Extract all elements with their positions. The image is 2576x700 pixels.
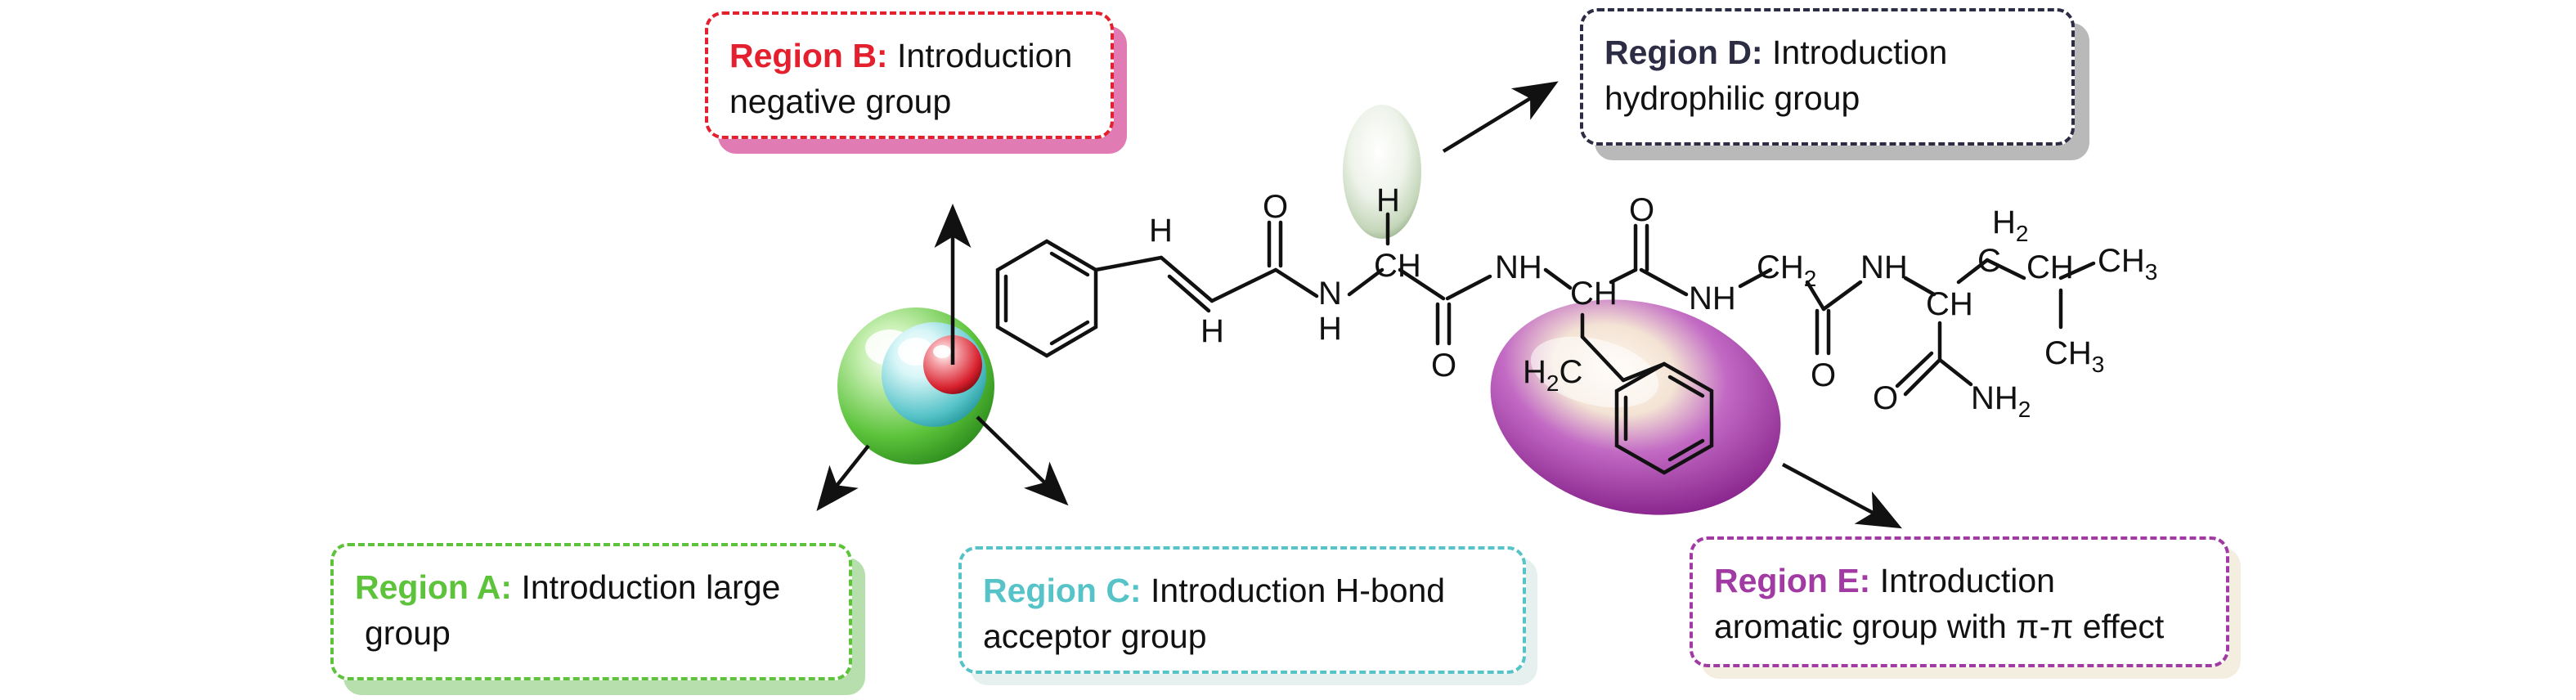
- atom-o1: O: [1263, 189, 1288, 225]
- region-a-box: Region A: Introduction large group: [330, 543, 852, 680]
- atom-c-top: C: [1977, 243, 2001, 279]
- region-e-box: Region E: Introduction aromatic group wi…: [1690, 536, 2229, 667]
- atom-ch-alpha4: CH: [1926, 286, 1973, 322]
- arrow-region-c: [976, 415, 1069, 506]
- arrow-region-a: [816, 444, 870, 512]
- atom-nh3: NH: [1689, 280, 1736, 316]
- region-b-box: Region B: Introduction negative group: [705, 11, 1114, 139]
- region-c-box: Region C: Introduction H-bond acceptor g…: [958, 546, 1526, 674]
- bond-lines: [995, 212, 2096, 475]
- region-d-box: Region D: Introduction hydrophilic group: [1580, 8, 2075, 146]
- region-a-line2: group: [365, 614, 451, 652]
- atom-ch-iso: CH: [2026, 249, 2074, 285]
- region-c-label: Region C:: [983, 572, 1142, 609]
- atom-labels: H H O N H CH H O NH CH H2C O NH CH2 O NH…: [1149, 182, 2157, 422]
- region-arrows: [816, 81, 1902, 529]
- atom-nh2: NH: [1495, 249, 1542, 285]
- region-c-line1: Introduction H-bond: [1151, 572, 1446, 609]
- region-e-line1: Introduction: [1879, 562, 2055, 599]
- atom-h2-top: H2: [1992, 204, 2028, 246]
- region-b-label: Region B:: [729, 37, 888, 74]
- region-d-ellipsoid: [1343, 105, 1421, 239]
- region-d-label: Region D:: [1604, 34, 1763, 71]
- region-c-line2: acceptor group: [983, 617, 1207, 655]
- region-e-label: Region E:: [1714, 562, 1871, 599]
- region-d-line2: hydrophilic group: [1604, 79, 1860, 117]
- atom-nh2-amide: NH2: [1971, 380, 2031, 422]
- atom-ch3-top: CH3: [2098, 243, 2157, 285]
- region-a-line1: Introduction large: [521, 568, 781, 606]
- atom-ch2-gly: CH2: [1757, 249, 1816, 291]
- region-e-ellipsoid: [1490, 299, 1781, 515]
- region-e-line2: aromatic group with π-π effect: [1714, 608, 2165, 645]
- atom-o5: O: [1873, 380, 1898, 416]
- atom-ch3-bottom: CH3: [2044, 335, 2104, 377]
- atom-o2: O: [1431, 348, 1456, 384]
- atom-o4: O: [1811, 357, 1836, 393]
- arrow-region-e: [1781, 463, 1902, 529]
- atom-ch-alpha1-h: H: [1376, 182, 1400, 218]
- region-a-label: Region A:: [355, 568, 513, 606]
- region-b-line2: negative group: [729, 83, 952, 120]
- atom-n1-h: H: [1318, 311, 1342, 347]
- atom-o3: O: [1629, 192, 1654, 228]
- atom-n1: N: [1318, 276, 1342, 312]
- atom-ch-alpha2: CH: [1570, 276, 1618, 312]
- atom-nh4: NH: [1860, 249, 1908, 285]
- region-d-line1: Introduction: [1772, 34, 1948, 71]
- atom-h-vinyl-top: H: [1149, 213, 1173, 249]
- arrow-region-d: [1442, 81, 1559, 153]
- atom-ch-alpha1: CH: [1374, 248, 1421, 284]
- region-b-line1: Introduction: [897, 37, 1073, 74]
- atom-h2c-benzyl: H2C: [1523, 354, 1582, 396]
- atom-h-vinyl-bottom: H: [1200, 313, 1224, 349]
